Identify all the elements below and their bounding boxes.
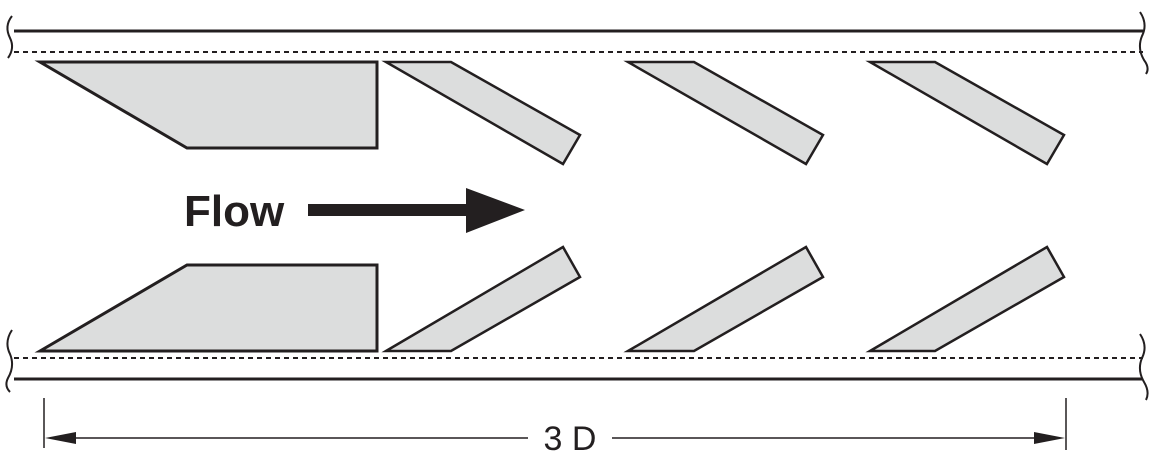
upper-guide-vane bbox=[865, 60, 1066, 166]
lower-inlet-wedge bbox=[34, 263, 379, 353]
flow-label: Flow bbox=[184, 187, 285, 236]
bottom-left-break-mark bbox=[5, 329, 14, 393]
lower-guide-vane bbox=[381, 245, 582, 353]
upper-guide-vane bbox=[623, 60, 825, 166]
upper-guide-vane bbox=[381, 60, 582, 166]
top-right-break-mark bbox=[1138, 11, 1149, 75]
bottom-right-break-mark bbox=[1138, 333, 1149, 401]
dimension-arrowhead-right bbox=[1034, 432, 1065, 444]
top-left-break-mark bbox=[6, 15, 14, 59]
dimension-arrowhead-left bbox=[45, 432, 76, 444]
dimension-label: 3 D bbox=[528, 419, 612, 459]
dimension-line bbox=[43, 398, 1067, 450]
flow-arrow bbox=[308, 188, 525, 233]
top-pipe-wall bbox=[6, 11, 1149, 75]
upper-inlet-wedge bbox=[34, 60, 379, 150]
lower-guide-vane bbox=[865, 245, 1066, 353]
bottom-pipe-wall bbox=[5, 329, 1149, 401]
lower-guide-vane bbox=[623, 245, 825, 353]
